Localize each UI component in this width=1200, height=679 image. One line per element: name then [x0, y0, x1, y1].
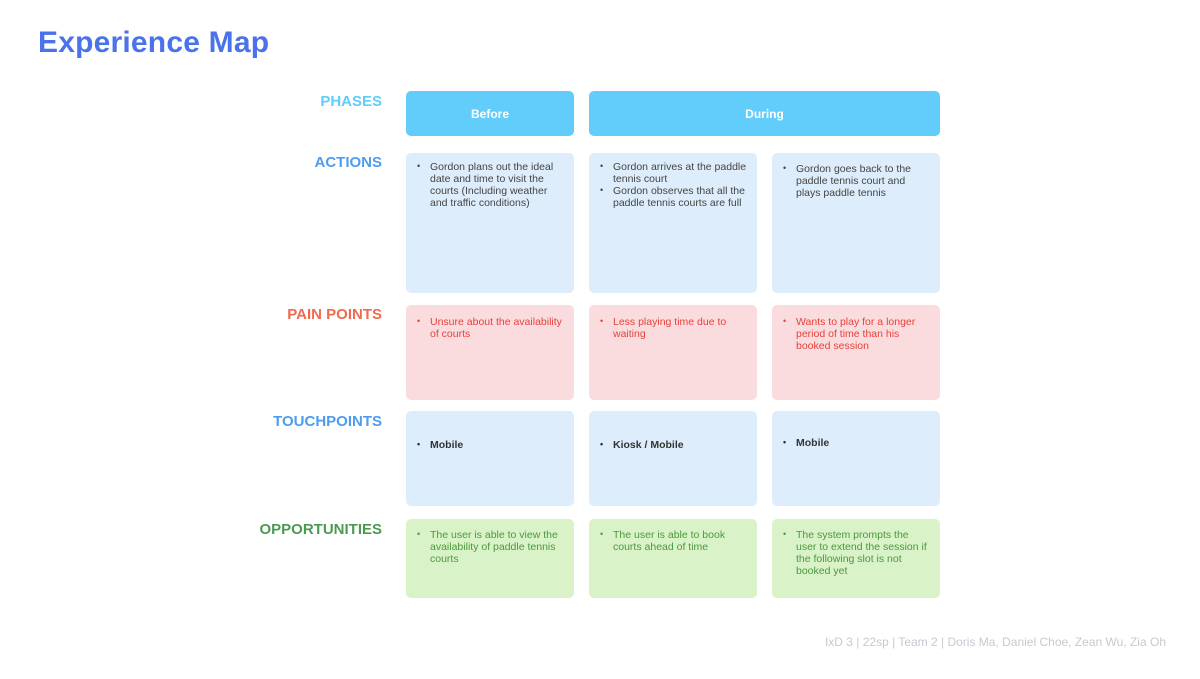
- opportunity-item: The user is able to view the availabilit…: [406, 528, 564, 565]
- row-label-pain-points: PAIN POINTS: [287, 306, 382, 323]
- pain-point-item: Unsure about the availability of courts: [406, 315, 564, 340]
- opportunity-card-2: The user is able to book courts ahead of…: [589, 519, 757, 598]
- pain-point-card-2: Less playing time due to waiting: [589, 305, 757, 400]
- action-card-1: Gordon plans out the ideal date and time…: [406, 153, 574, 293]
- action-card-2: Gordon arrives at the paddle tennis cour…: [589, 153, 757, 293]
- pain-point-item: Less playing time due to waiting: [589, 315, 747, 340]
- action-item: Gordon arrives at the paddle tennis cour…: [589, 160, 747, 185]
- opportunity-card-1: The user is able to view the availabilit…: [406, 519, 574, 598]
- touchpoint-card-3: Mobile: [772, 411, 940, 506]
- opportunity-item: The system prompts the user to extend th…: [772, 528, 930, 577]
- touchpoint-card-2: Kiosk / Mobile: [589, 411, 757, 506]
- row-label-actions: ACTIONS: [314, 154, 383, 171]
- footer-credits: IxD 3 | 22sp | Team 2 | Doris Ma, Daniel…: [824, 635, 1166, 649]
- opportunity-card-3: The system prompts the user to extend th…: [772, 519, 940, 598]
- row-label-opportunities: OPPORTUNITIES: [259, 521, 382, 538]
- row-label-phases: PHASES: [320, 93, 382, 110]
- action-card-3: Gordon goes back to the paddle tennis co…: [772, 153, 940, 293]
- pain-point-item: Wants to play for a longer period of tim…: [772, 315, 930, 352]
- row-label-touchpoints: TOUCHPOINTS: [273, 413, 382, 430]
- action-item: Gordon observes that all the paddle tenn…: [589, 184, 747, 209]
- action-item: Gordon goes back to the paddle tennis co…: [772, 162, 930, 199]
- touchpoint-item: Kiosk / Mobile: [589, 438, 747, 451]
- phase-during: During: [589, 91, 940, 136]
- page-title: Experience Map: [38, 26, 270, 59]
- opportunity-item: The user is able to book courts ahead of…: [589, 528, 747, 553]
- phase-before: Before: [406, 91, 574, 136]
- action-item: Gordon plans out the ideal date and time…: [406, 160, 564, 209]
- touchpoint-item: Mobile: [772, 436, 930, 449]
- pain-point-card-1: Unsure about the availability of courts: [406, 305, 574, 400]
- pain-point-card-3: Wants to play for a longer period of tim…: [772, 305, 940, 400]
- touchpoint-item: Mobile: [406, 438, 564, 451]
- touchpoint-card-1: Mobile: [406, 411, 574, 506]
